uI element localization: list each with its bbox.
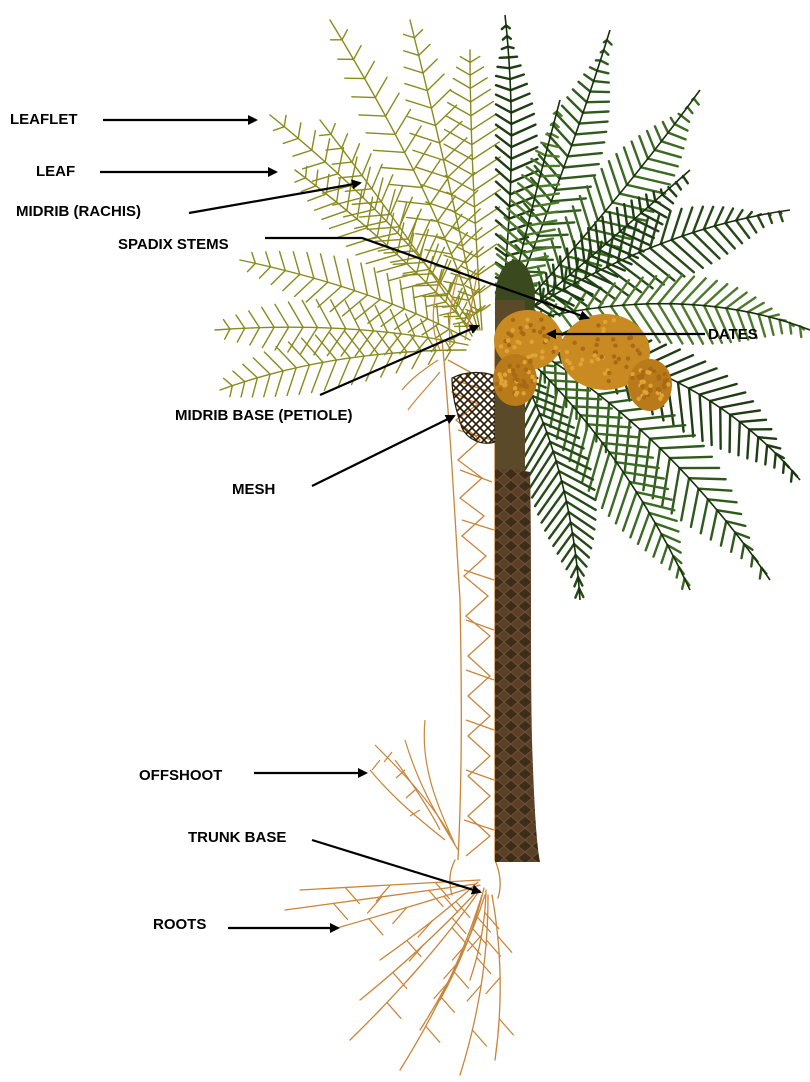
label-roots: ROOTS — [153, 916, 206, 934]
label-midrib: MIDRIB (RACHIS) — [16, 203, 141, 221]
photo-trunk — [495, 469, 540, 862]
arrow-mesh — [312, 416, 454, 486]
label-mesh: MESH — [232, 481, 275, 499]
label-dates: DATES — [708, 326, 758, 344]
label-trunk-base: TRUNK BASE — [188, 829, 286, 847]
label-leaf: LEAF — [36, 163, 75, 181]
dates-cluster — [493, 310, 672, 411]
arrow-midrib — [189, 183, 360, 213]
label-spadix-stems: SPADIX STEMS — [118, 236, 229, 254]
outline-crown — [215, 20, 501, 397]
mesh-patch — [452, 373, 495, 444]
label-leaflet: LEAFLET — [10, 111, 78, 129]
label-midrib-base: MIDRIB BASE (PETIOLE) — [175, 407, 353, 425]
photo-crown — [495, 15, 810, 600]
outline-offshoot — [370, 720, 458, 850]
label-offshoot: OFFSHOOT — [139, 767, 222, 785]
